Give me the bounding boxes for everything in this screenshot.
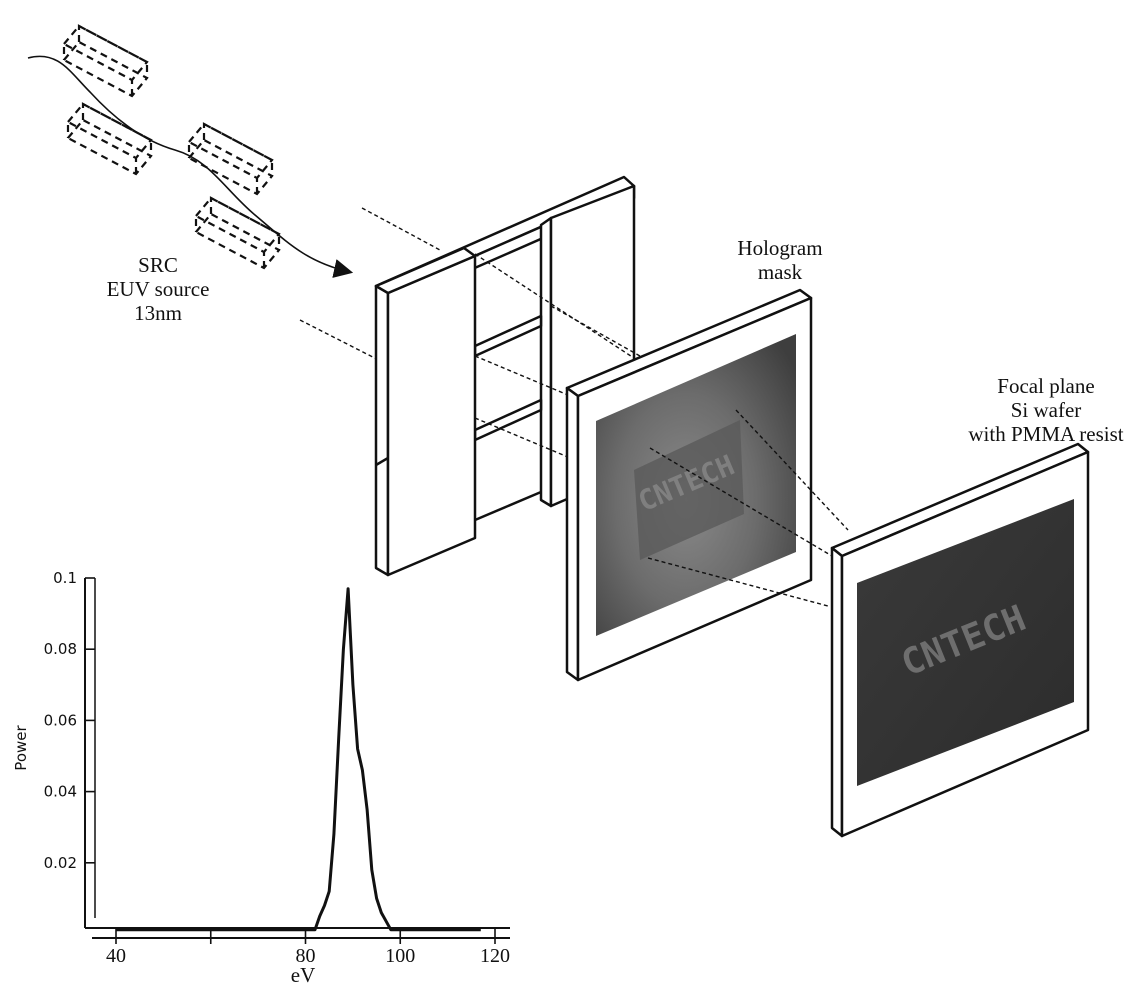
y-tick-label: 0.04	[44, 783, 77, 801]
y-ticks: 0.02 0.04 0.06 0.08 0.1	[44, 569, 95, 872]
wafer-exposed-pattern	[857, 499, 1074, 786]
undulator-magnet-4	[194, 196, 281, 270]
x-axis-label: eV	[291, 963, 316, 987]
y-tick-label: 0.02	[44, 854, 77, 872]
aperture-beam-lines	[474, 253, 641, 461]
euv-spectrum-chart: 40 80 100 120 0.02 0.04 0.06 0.08 0.1 eV Power	[12, 569, 510, 987]
euv-source	[27, 24, 354, 278]
y-axis-label: Power	[12, 724, 30, 770]
source-label: SRC EUV source 13nm	[107, 253, 210, 325]
y-tick-label: 0.06	[44, 711, 77, 729]
hologram-mask: CNTECH	[565, 288, 813, 682]
mask-label-line-2: mask	[758, 260, 803, 284]
source-label-line-2: EUV source	[107, 277, 210, 301]
si-wafer: CNTECH	[830, 442, 1090, 838]
spectrum-series-line	[116, 587, 481, 932]
incident-beam-lines	[299, 207, 441, 377]
electron-trajectory	[27, 55, 354, 278]
source-label-line-1: SRC	[138, 253, 178, 277]
source-label-line-3: 13nm	[134, 301, 182, 325]
undulator-magnet-1	[62, 24, 149, 98]
x-tick-label: 40	[106, 945, 126, 967]
x-tick-label: 80	[296, 945, 316, 967]
mask-to-wafer-beam-lines	[647, 409, 849, 607]
wafer-label-line-3: with PMMA resist	[968, 422, 1123, 446]
x-tick-label: 120	[480, 945, 510, 967]
wafer-label-line-2: Si wafer	[1011, 398, 1082, 422]
y-tick-label: 0.1	[53, 569, 77, 587]
undulator-magnet-3	[187, 122, 274, 196]
undulator-magnet-2	[66, 102, 153, 176]
mask-label-line-1: Hologram	[737, 236, 822, 260]
x-ticks: 40 80 100 120	[106, 928, 510, 967]
wafer-label-line-1: Focal plane	[997, 374, 1094, 398]
y-tick-label: 0.08	[44, 640, 77, 658]
x-tick-label: 100	[385, 945, 415, 967]
